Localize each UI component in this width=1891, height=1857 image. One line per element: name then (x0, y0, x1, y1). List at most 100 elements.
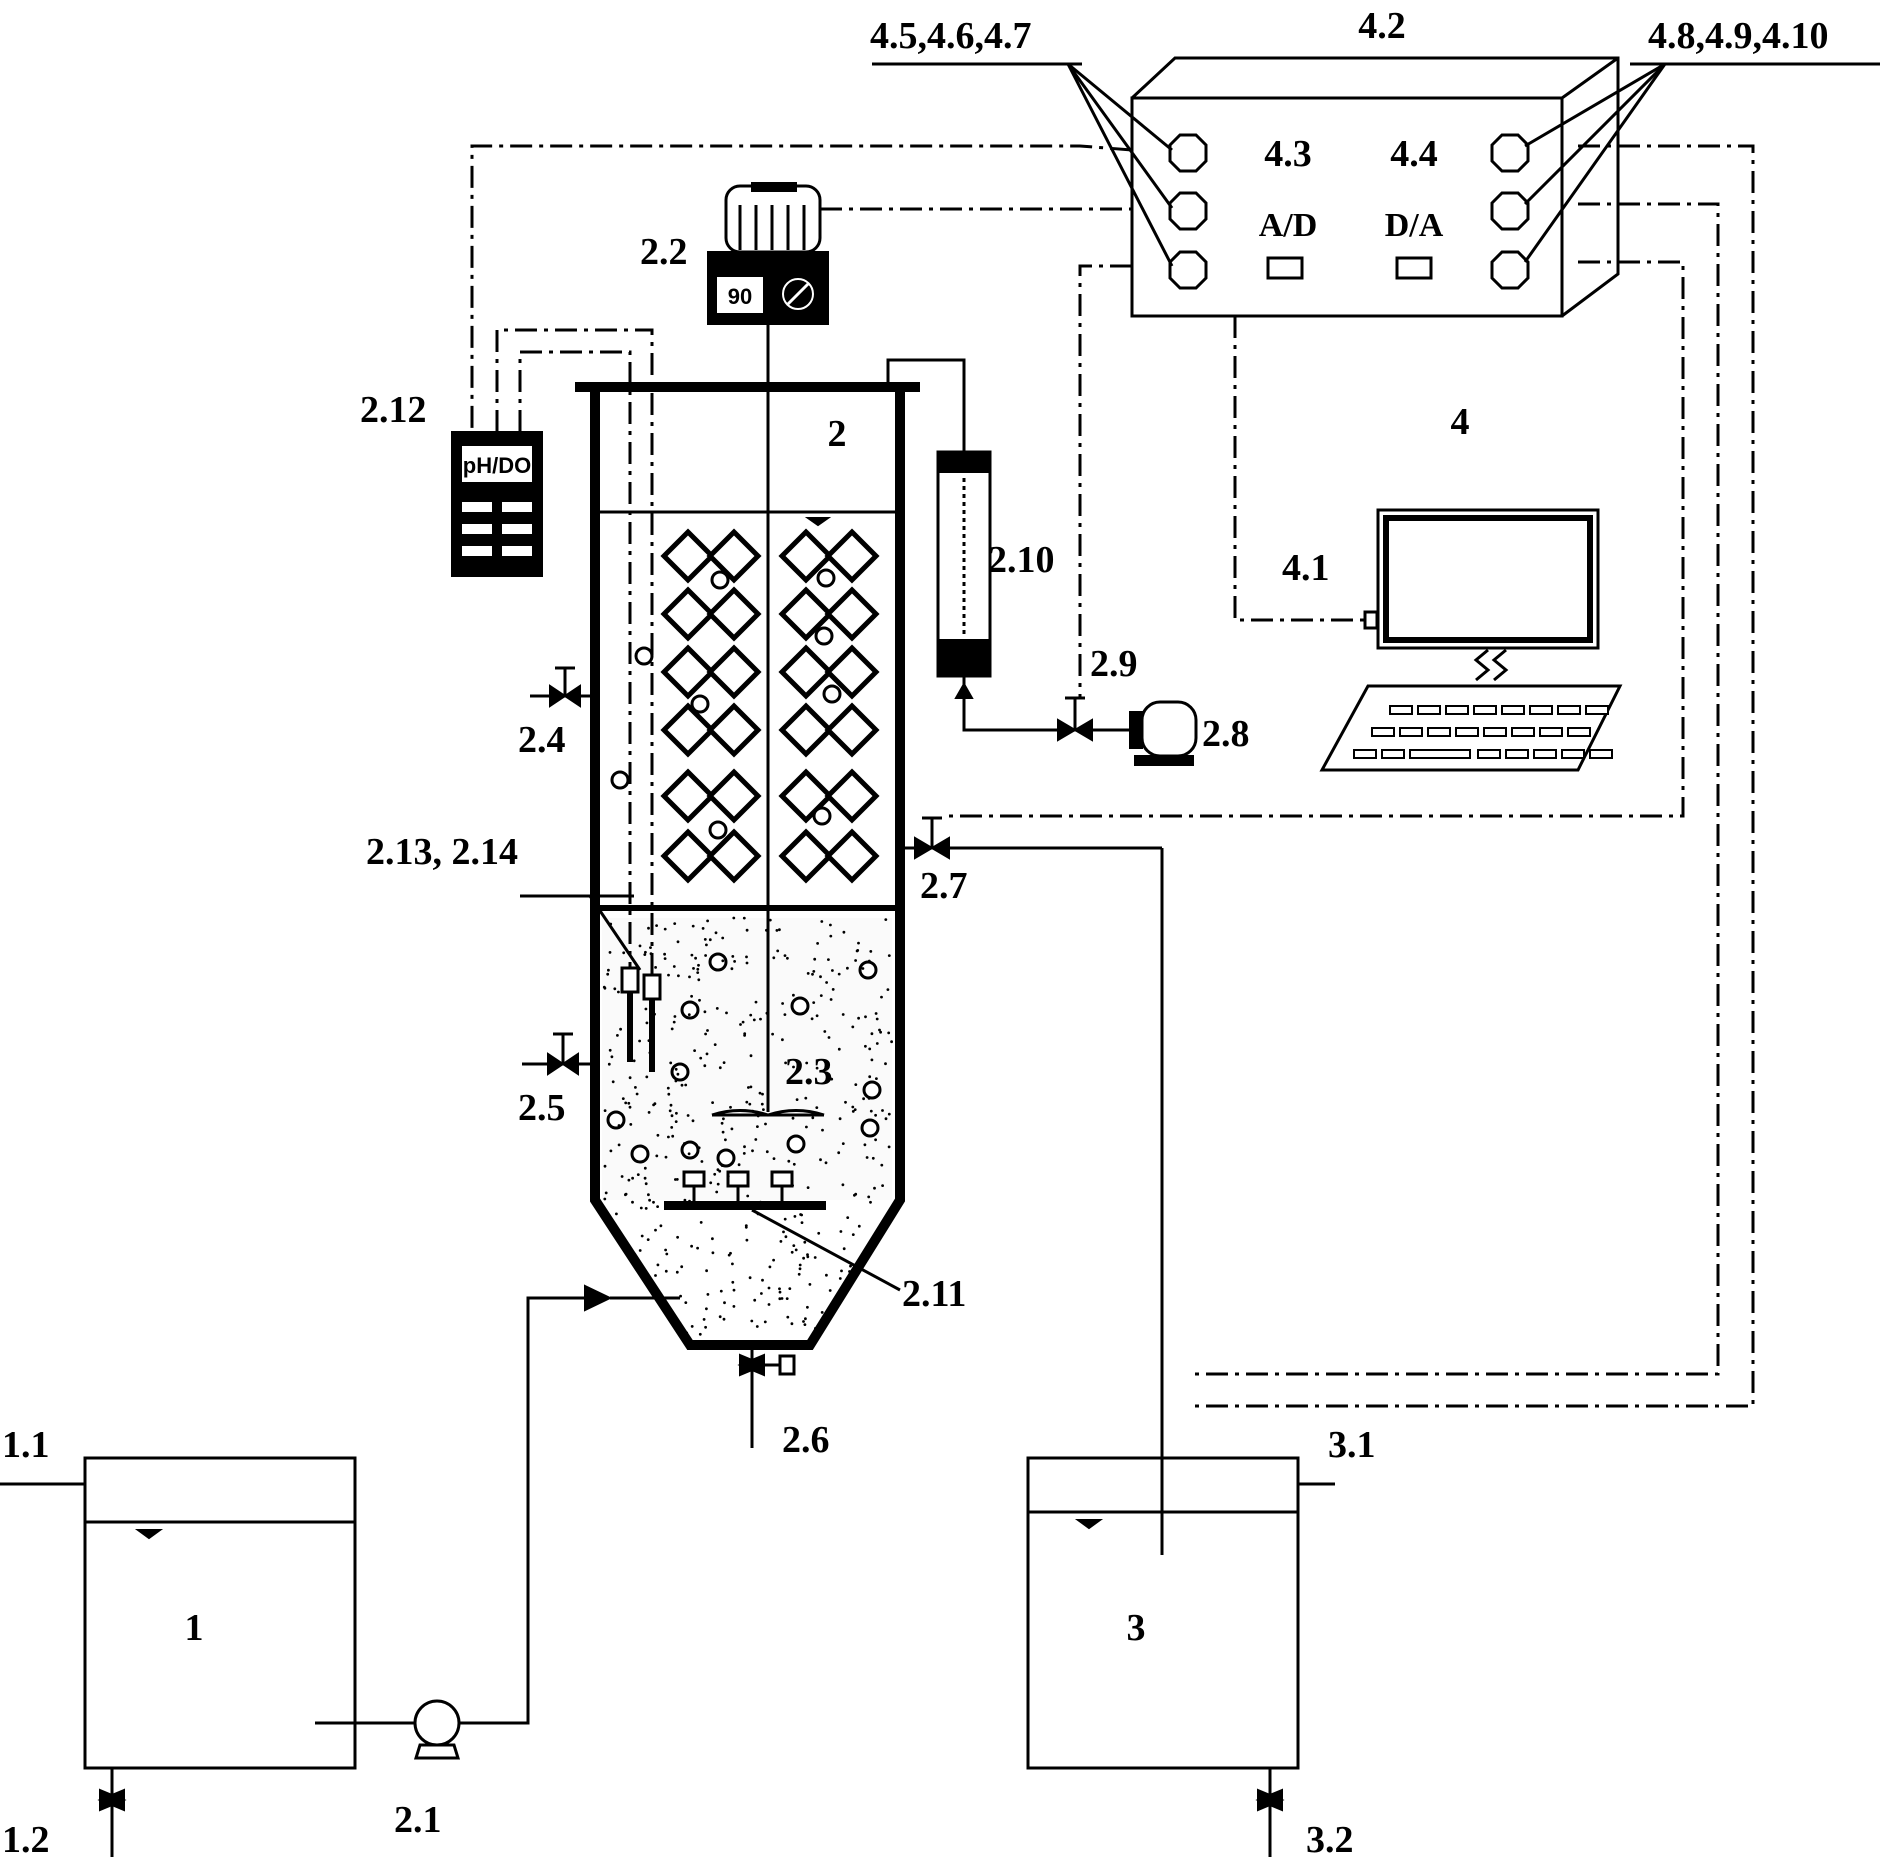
particle (868, 1075, 872, 1079)
particle (800, 1221, 804, 1224)
key (1511, 727, 1535, 737)
particle (627, 1178, 631, 1182)
label-2-4: 2.4 (518, 719, 566, 761)
particle (781, 1038, 784, 1042)
particle (783, 1013, 787, 1016)
key (1557, 705, 1581, 715)
particle (670, 1114, 674, 1118)
particle (785, 1297, 789, 1300)
particle (771, 1032, 774, 1036)
particle (791, 1116, 795, 1120)
particle (654, 966, 657, 969)
particle (819, 994, 823, 997)
particle (857, 1224, 861, 1228)
particle (691, 1119, 695, 1123)
particle (683, 1142, 686, 1145)
carrier-icon (660, 768, 716, 824)
particle (643, 1176, 647, 1180)
key (1533, 749, 1557, 759)
particle (793, 1215, 797, 1218)
particle (857, 941, 860, 945)
particle (759, 1017, 762, 1021)
carrier-icon (824, 528, 880, 584)
key (1589, 749, 1613, 759)
particle (772, 956, 776, 960)
particle (610, 1055, 614, 1059)
particle (636, 1173, 640, 1176)
particle (607, 1062, 611, 1066)
particle (701, 927, 705, 930)
particle (680, 1083, 684, 1087)
carrier-icon (706, 644, 762, 700)
particle (615, 1212, 618, 1216)
particle (634, 1086, 637, 1089)
carrier-icon (706, 828, 762, 884)
bubble-icon (710, 570, 730, 590)
particle (779, 1240, 783, 1243)
label-2-10: 2.10 (988, 539, 1055, 581)
particle (674, 1079, 678, 1083)
particle (611, 1080, 615, 1084)
particle (687, 1152, 691, 1156)
particle (722, 1317, 726, 1321)
particle (745, 928, 749, 932)
particle (790, 1322, 794, 1326)
particle (644, 1182, 648, 1186)
particle (890, 1040, 893, 1044)
particle (745, 961, 749, 965)
particle (640, 1234, 644, 1238)
key (1567, 727, 1591, 737)
particle (742, 1152, 746, 1155)
particle (684, 1301, 688, 1304)
particle (673, 1015, 677, 1018)
key (1417, 705, 1441, 715)
particle (676, 940, 680, 944)
particle (645, 1021, 649, 1025)
particle (744, 1225, 748, 1229)
particle (692, 967, 695, 970)
particle (720, 1164, 724, 1167)
particle (718, 1066, 722, 1070)
key (1501, 705, 1525, 715)
particle (664, 1269, 668, 1273)
particle (631, 1176, 634, 1180)
particle (802, 1256, 805, 1260)
particle (865, 1156, 869, 1159)
particle (652, 1200, 655, 1204)
particle (603, 1109, 607, 1112)
sludge-valve-2-6 (737, 1345, 796, 1448)
particle (697, 1146, 701, 1150)
particle (754, 1138, 758, 1141)
particle (666, 1086, 670, 1090)
stirrer-motor: 90 (707, 182, 829, 325)
particle (737, 1163, 741, 1167)
carrier-icon (778, 828, 834, 884)
particle (700, 1160, 704, 1163)
label-2-8: 2.8 (1202, 713, 1250, 755)
label-2-11: 2.11 (902, 1273, 966, 1315)
particle (767, 1286, 771, 1290)
particle (729, 1113, 733, 1117)
particle (656, 1205, 659, 1208)
label-system-4: 4 (1451, 401, 1470, 443)
particle (813, 1204, 817, 1208)
particle (751, 1149, 754, 1153)
particle (846, 1216, 850, 1219)
key (1445, 705, 1469, 715)
label-2-7: 2.7 (920, 865, 968, 907)
particle (673, 1315, 677, 1319)
particle (713, 1172, 717, 1176)
particle (760, 1292, 763, 1295)
particle (764, 1122, 767, 1126)
particle (674, 1067, 678, 1071)
particle (823, 1030, 827, 1033)
particle (768, 1265, 772, 1269)
particle (756, 1125, 759, 1128)
particle (842, 930, 846, 934)
particle (635, 1092, 639, 1096)
particle (691, 924, 695, 928)
particle (820, 920, 824, 923)
particle (608, 951, 612, 954)
particle (884, 1117, 888, 1121)
particle (670, 1027, 674, 1031)
